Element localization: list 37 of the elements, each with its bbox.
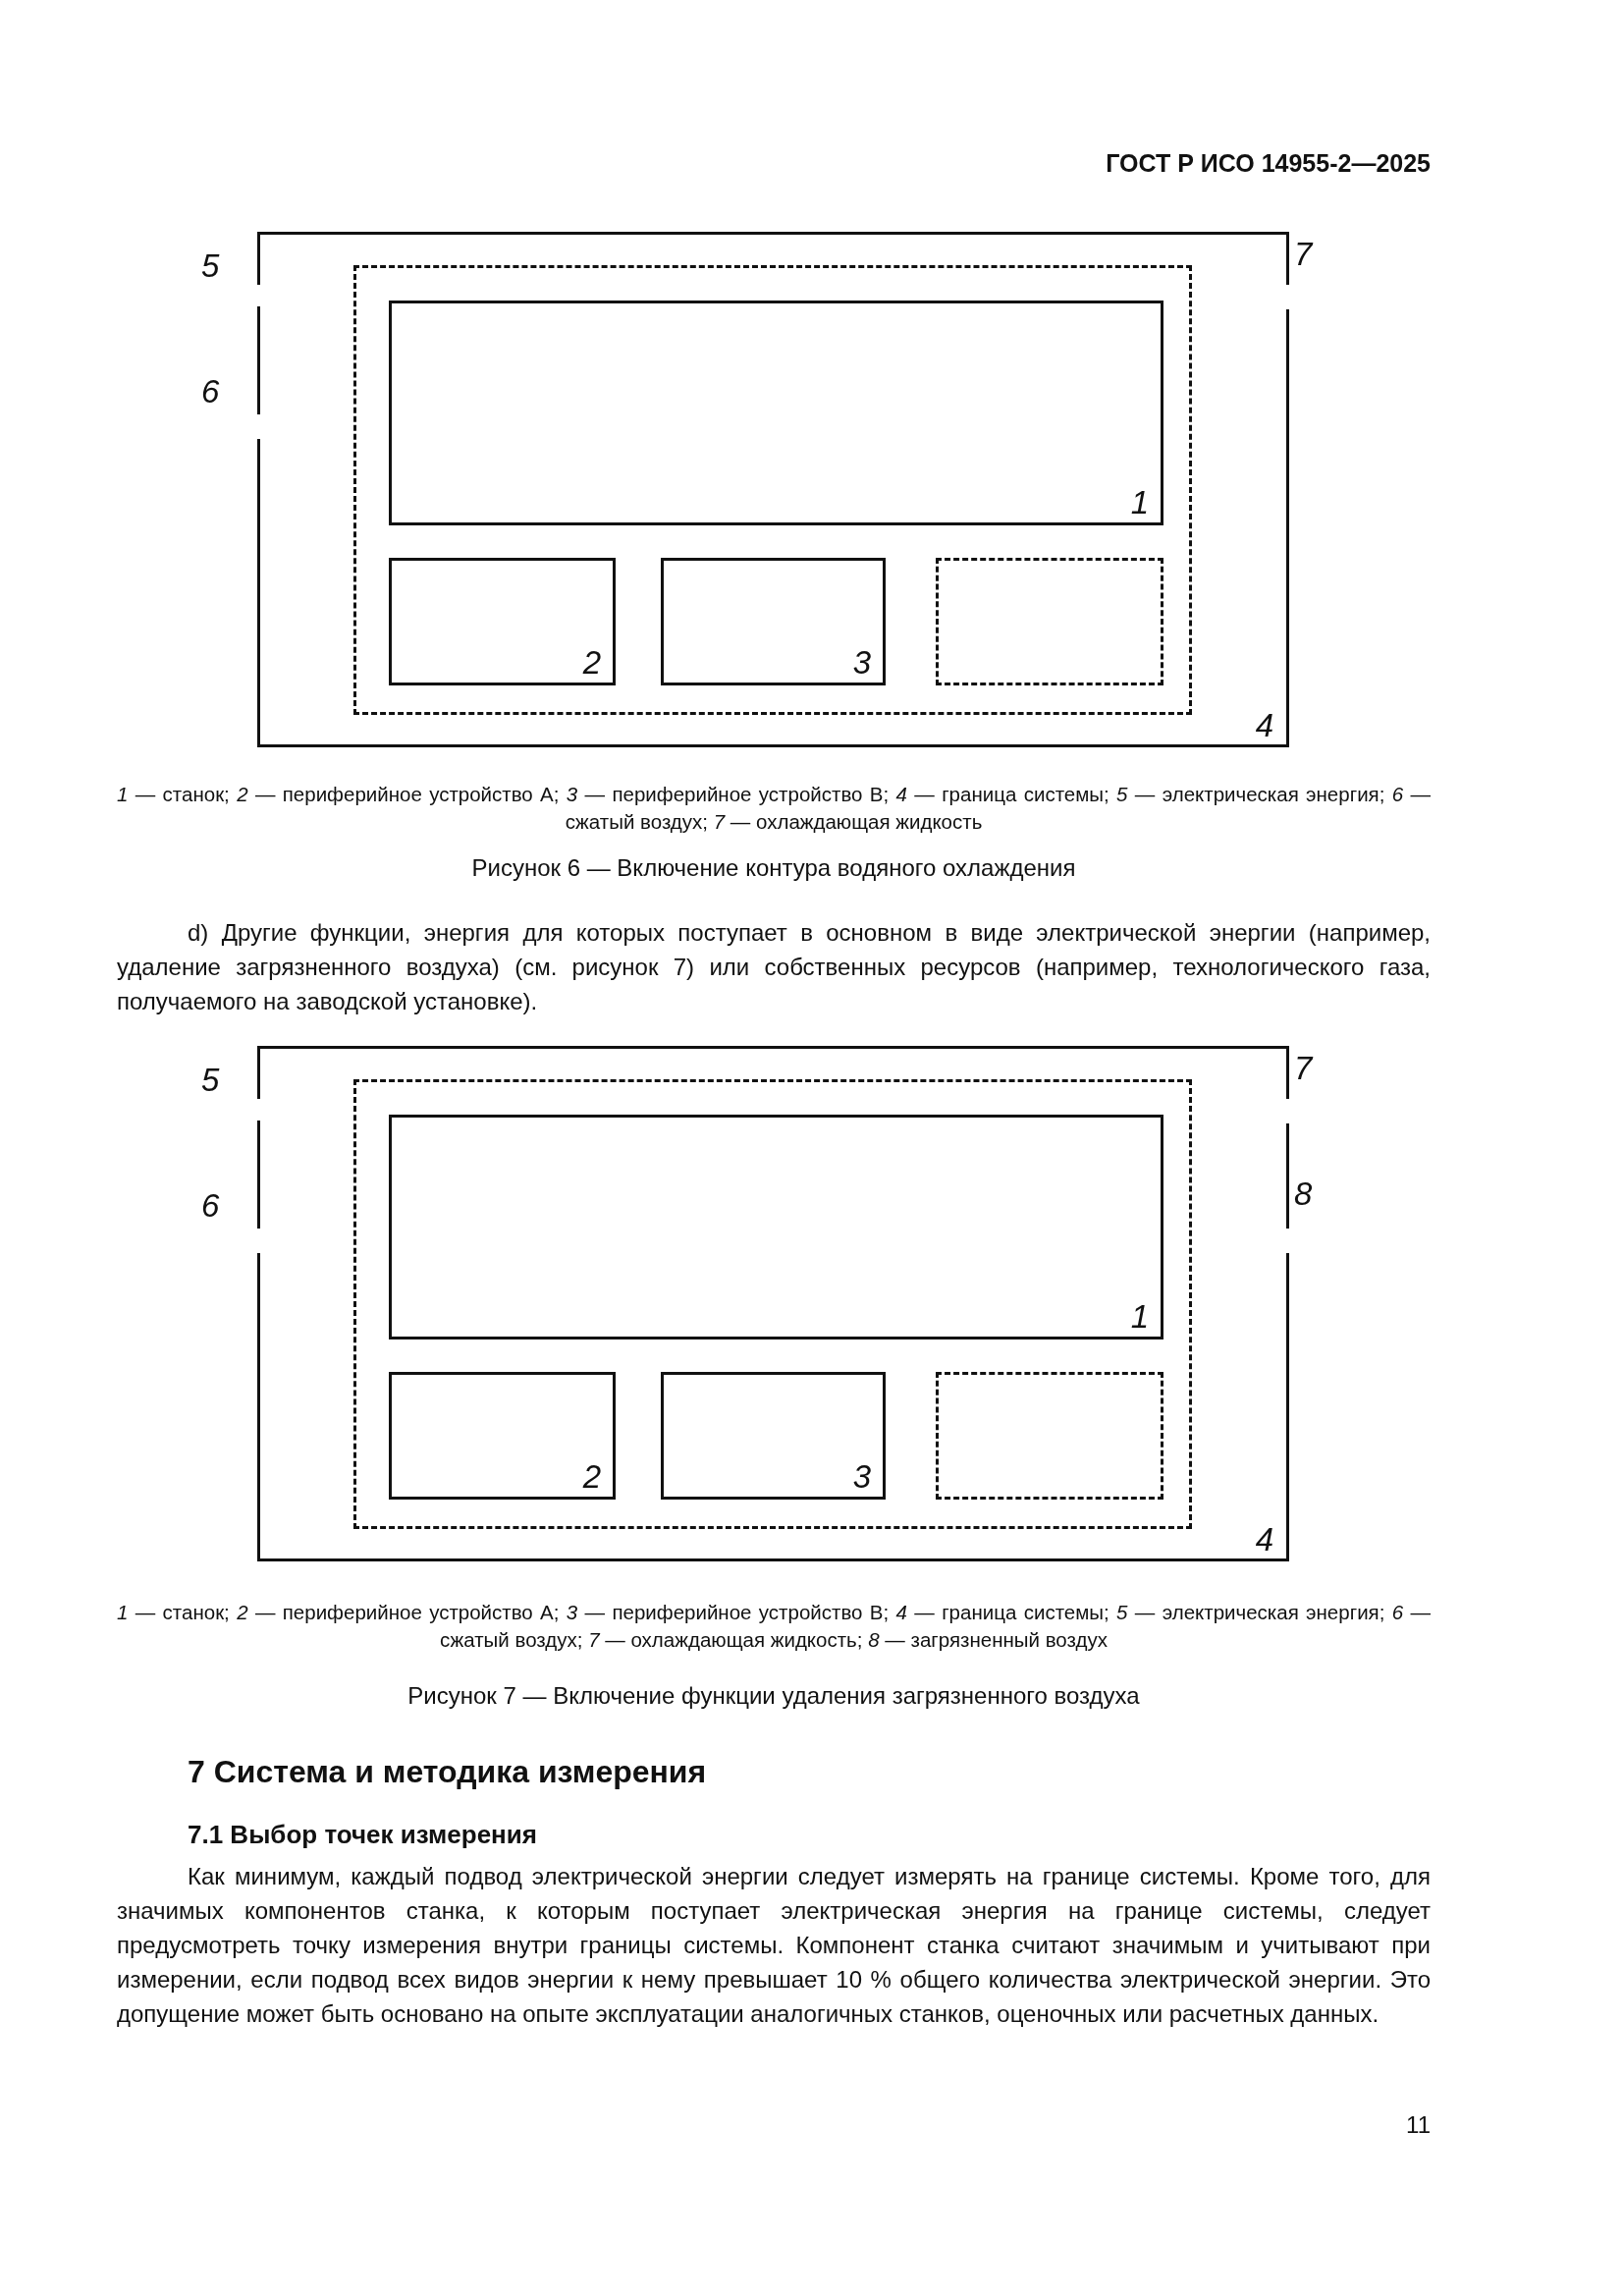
figure-key: 1 — станок; 2 — периферийное устройство A; 3 — периферийное устройство B; 4 — граница системы; 5 — электрическая энергия; 6 — сжатый воздух; 7 — охлаждающая жидкость [117, 781, 1431, 836]
callout-number: 4 [1255, 1522, 1273, 1558]
body-paragraph: Как минимум, каждый подвод электрической энергии следует измерять на границе системы. Кроме того, для значимых компонентов станка, к которым поступает электрическая энергия на границе системы, следует предусмотреть точку измерения внутри границы системы. Компонент станка считают значимым и учитывают при измерении, если подвод всех видов энергии к нему превышает 10 % общего количества электрической энергии. Это допущение может быть основано на опыте эксплуатации аналогичных станков, оценочных или расчетных данных. [117, 1862, 1431, 2029]
page-header: ГОСТ Р ИСО 14955-2—2025 [1105, 149, 1431, 178]
machine-box [389, 301, 1163, 525]
callout-number: 6 [201, 1187, 220, 1225]
peripheral-box [661, 558, 886, 685]
dashed-boundary-box [353, 1079, 1192, 1529]
callout-number: 5 [201, 1062, 220, 1099]
peripheral-box [389, 1372, 616, 1500]
figure-key: 1 — станок; 2 — периферийное устройство A; 3 — периферийное устройство B; 4 — граница системы; 5 — электрическая энергия; 6 — сжатый воздух; 7 — охлаждающая жидкость; 8 — загрязненный воздух [117, 1599, 1431, 1654]
dashed-box [936, 1372, 1163, 1500]
section-heading: 7 Система и методика измерения [188, 1754, 708, 1790]
dashed-box [936, 558, 1163, 685]
callout-number: 5 [201, 247, 220, 285]
callout-number: 1 [1130, 485, 1149, 520]
system-boundary-frame [257, 232, 1289, 747]
system-boundary-frame [257, 1046, 1289, 1561]
subsection-heading: 7.1 Выбор точек измерения [188, 1820, 538, 1850]
figure-caption: Рисунок 6 — Включение контура водяного охлаждения [470, 854, 1077, 882]
peripheral-box [389, 558, 616, 685]
callout-number: 4 [1255, 708, 1273, 743]
callout-number: 7 [1294, 236, 1313, 273]
callout-number: 2 [582, 645, 601, 681]
callout-number: 8 [1294, 1175, 1313, 1213]
callout-number: 7 [1294, 1050, 1313, 1087]
page-number: 11 [1405, 2111, 1431, 2139]
peripheral-box [661, 1372, 886, 1500]
callout-number: 6 [201, 373, 220, 410]
callout-number: 2 [582, 1459, 601, 1495]
callout-number: 3 [852, 1459, 871, 1495]
body-paragraph: d) Другие функции, энергия для которых поступает в основном в виде электрической энергии (например, удаление загрязненного воздуха) (см. рисунок 7) или собственных ресурсов (например, технологического газа, получаемого на заводской установке). [117, 918, 1431, 1016]
figure-caption: Рисунок 7 — Включение функции удаления загрязненного воздуха [406, 1682, 1141, 1710]
dashed-boundary-box [353, 265, 1192, 715]
machine-box [389, 1115, 1163, 1339]
callout-number: 3 [852, 645, 871, 681]
callout-number: 1 [1130, 1299, 1149, 1335]
